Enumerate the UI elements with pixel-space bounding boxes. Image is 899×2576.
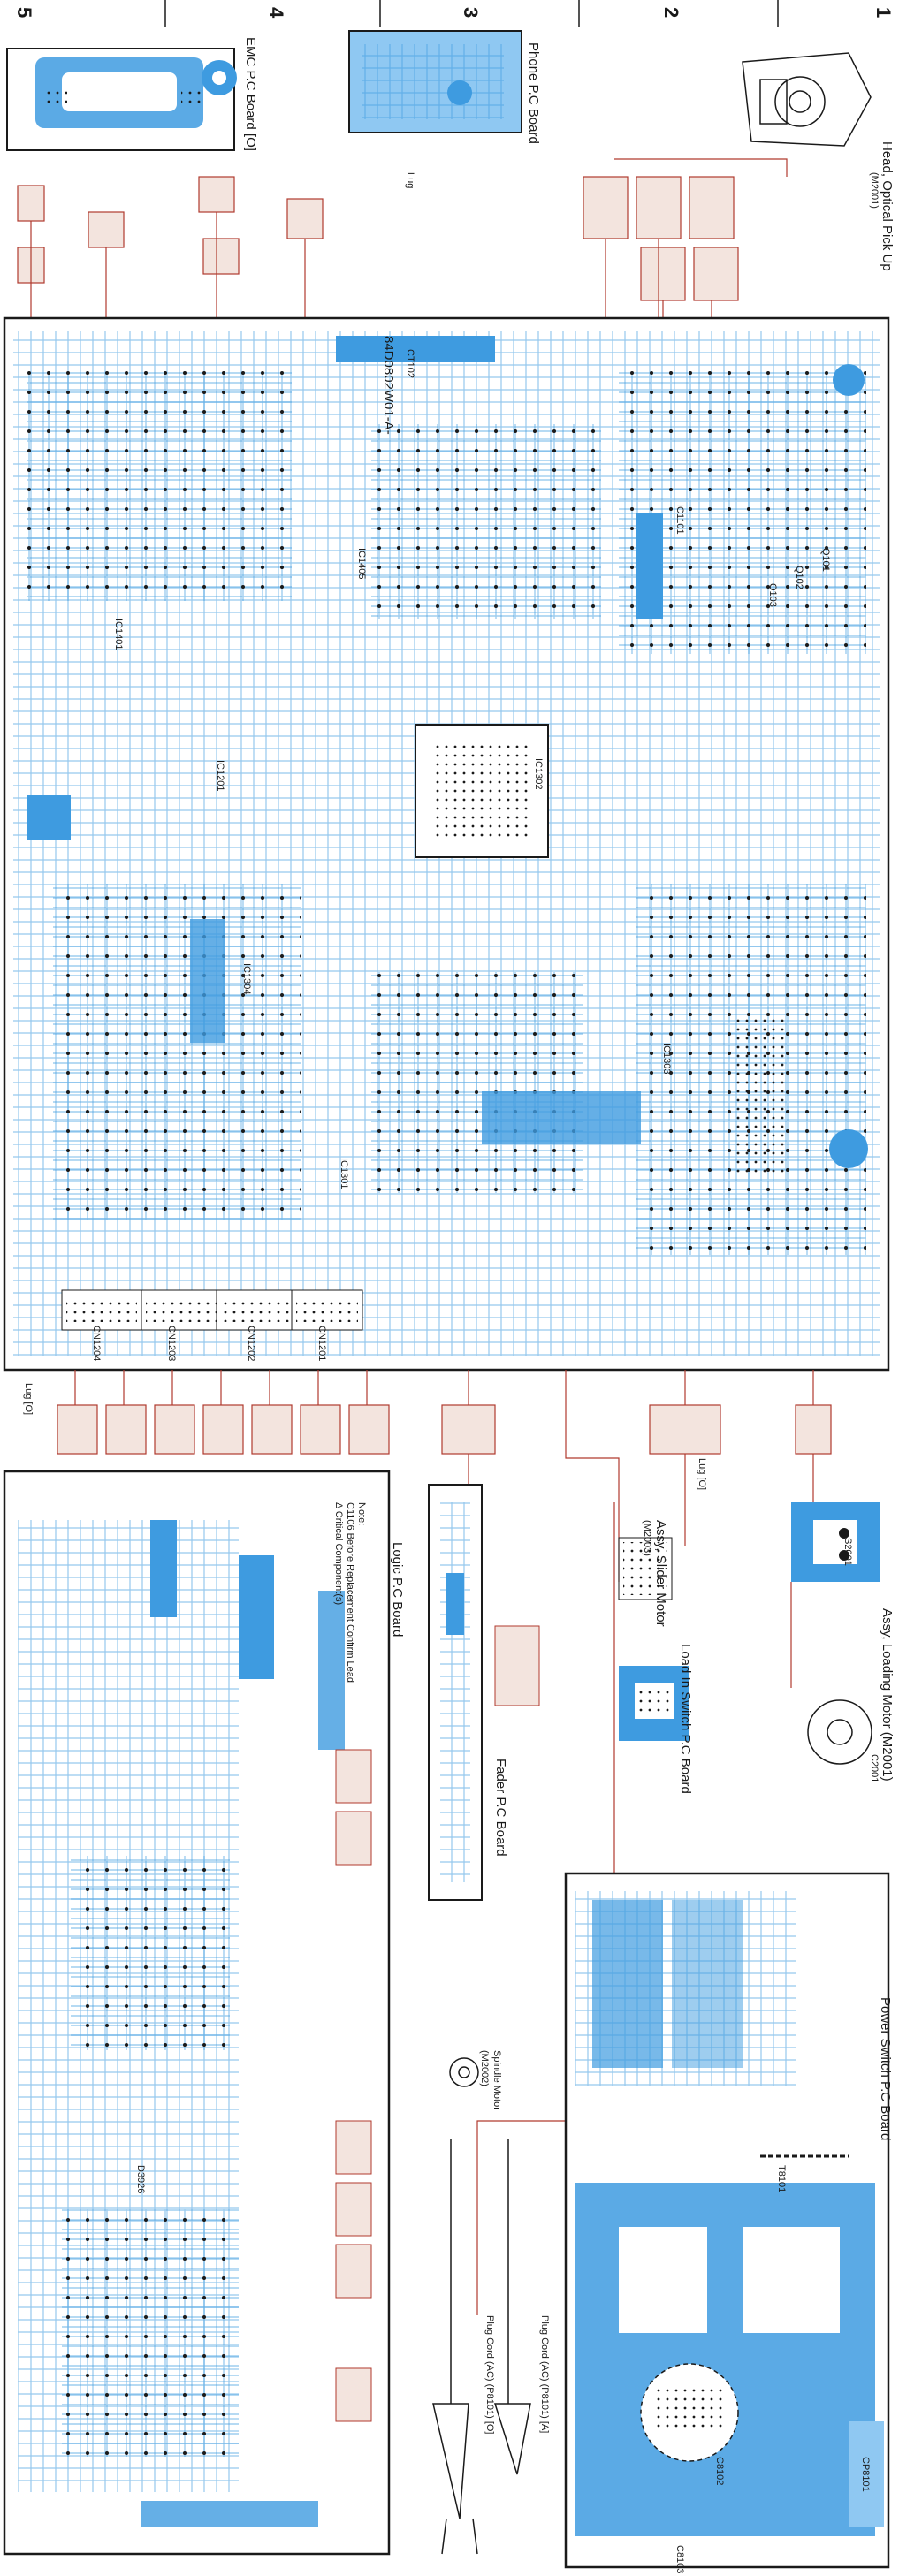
ic1201-label: IC1201 xyxy=(215,760,225,792)
cn1203-label: CN1203 xyxy=(166,1326,177,1362)
spindle-motor xyxy=(449,2057,479,2087)
power-switch-pc-board xyxy=(564,1872,890,2569)
phone-pc-board xyxy=(348,30,522,133)
section-dividers xyxy=(164,0,779,27)
cn1201-label: CN1201 xyxy=(316,1326,327,1362)
connector-stacks-bottom xyxy=(57,1404,832,1455)
logic-pc-board xyxy=(3,1470,391,2556)
c8102-label: C8102 xyxy=(714,2457,725,2486)
loading-motor-board xyxy=(790,1502,880,1765)
power-switch-board-label: Power Switch P.C Board xyxy=(878,1997,893,2141)
lug-label: Lug xyxy=(405,172,415,189)
c8103-label: C8103 xyxy=(674,2545,685,2574)
connector-stacks-top xyxy=(17,176,739,301)
optical-pickup-label: Head, Optical Pick Up xyxy=(880,141,895,271)
load-in-switch-board xyxy=(618,1537,689,1741)
s2001-label: S2001 xyxy=(842,1538,853,1566)
ic1303-label: IC1303 xyxy=(661,1043,672,1075)
q103-label: Q103 xyxy=(767,583,778,607)
slider-motor-ref: (M2003) xyxy=(642,1520,652,1556)
plug-cord-a-label: Plug Cord (AC) (P8101) [A] xyxy=(539,2315,550,2434)
section-number-2: 2 xyxy=(660,7,682,19)
spindle-motor-label: Spindle Motor xyxy=(491,2050,502,2110)
plug-cord-o-label: Plug Cord (AC) (P8101) [O] xyxy=(484,2315,495,2435)
section-number-4: 4 xyxy=(265,7,287,19)
note-line3: Δ Critical Component(s) xyxy=(333,1502,344,1606)
loading-motor-label: Assy, Loading Motor (M2001) xyxy=(880,1608,895,1782)
phone-board-label: Phone P.C Board xyxy=(526,42,541,144)
wires-top xyxy=(30,158,788,318)
spindle-motor-ref: (M2002) xyxy=(479,2050,490,2086)
t8101-label: T8101 xyxy=(776,2165,787,2193)
load-in-switch-label: Load In Switch P.C Board xyxy=(678,1644,693,1794)
slider-motor-label: Assy, Slider Motor xyxy=(653,1520,668,1627)
fader-board-label: Fader P.C Board xyxy=(493,1759,508,1857)
optical-pickup-sketch xyxy=(742,52,872,147)
lug-o-label-2: Lug [O] xyxy=(697,1458,707,1491)
ic1401-label: IC1401 xyxy=(113,619,124,650)
q101-label: Q101 xyxy=(820,548,831,572)
main-board-code: 84D0802W01-A- xyxy=(381,336,396,435)
emc-board-label: EMC P.C Board [O] xyxy=(243,37,258,151)
ic1302-label: IC1302 xyxy=(533,758,544,790)
cn1202-label: CN1202 xyxy=(246,1326,256,1362)
section-number-5: 5 xyxy=(13,7,35,19)
note-line2: C1106 Before Replacement Confirm Lead xyxy=(345,1502,355,1683)
c2001-label: C2001 xyxy=(869,1754,880,1783)
ct102-label: CT102 xyxy=(405,349,415,379)
note-line1: Note: xyxy=(356,1502,367,1526)
wires-bottom xyxy=(74,1370,814,2315)
cp8101-label: CP8101 xyxy=(860,2457,871,2492)
cn1204-label: CN1204 xyxy=(91,1326,102,1362)
section-number-1: 1 xyxy=(872,7,895,19)
ic1405-label: IC1405 xyxy=(356,548,367,580)
logic-board-label: Logic P.C Board xyxy=(390,1542,405,1638)
main-pc-board xyxy=(3,316,890,1372)
optical-pickup-ref: (M2001) xyxy=(869,172,880,209)
fader-pc-board xyxy=(428,1484,540,1901)
emc-pc-board xyxy=(6,48,237,151)
ic1101-label: IC1101 xyxy=(674,504,685,535)
section-number-3: 3 xyxy=(460,7,482,19)
ic1304-label: IC1304 xyxy=(241,963,252,995)
ic1301-label: IC1301 xyxy=(339,1158,349,1189)
plug-cords xyxy=(432,2139,531,2555)
lug-o-label: Lug [O] xyxy=(23,1383,34,1416)
q102-label: Q102 xyxy=(794,566,804,589)
d3926-label: D3926 xyxy=(135,2165,146,2194)
